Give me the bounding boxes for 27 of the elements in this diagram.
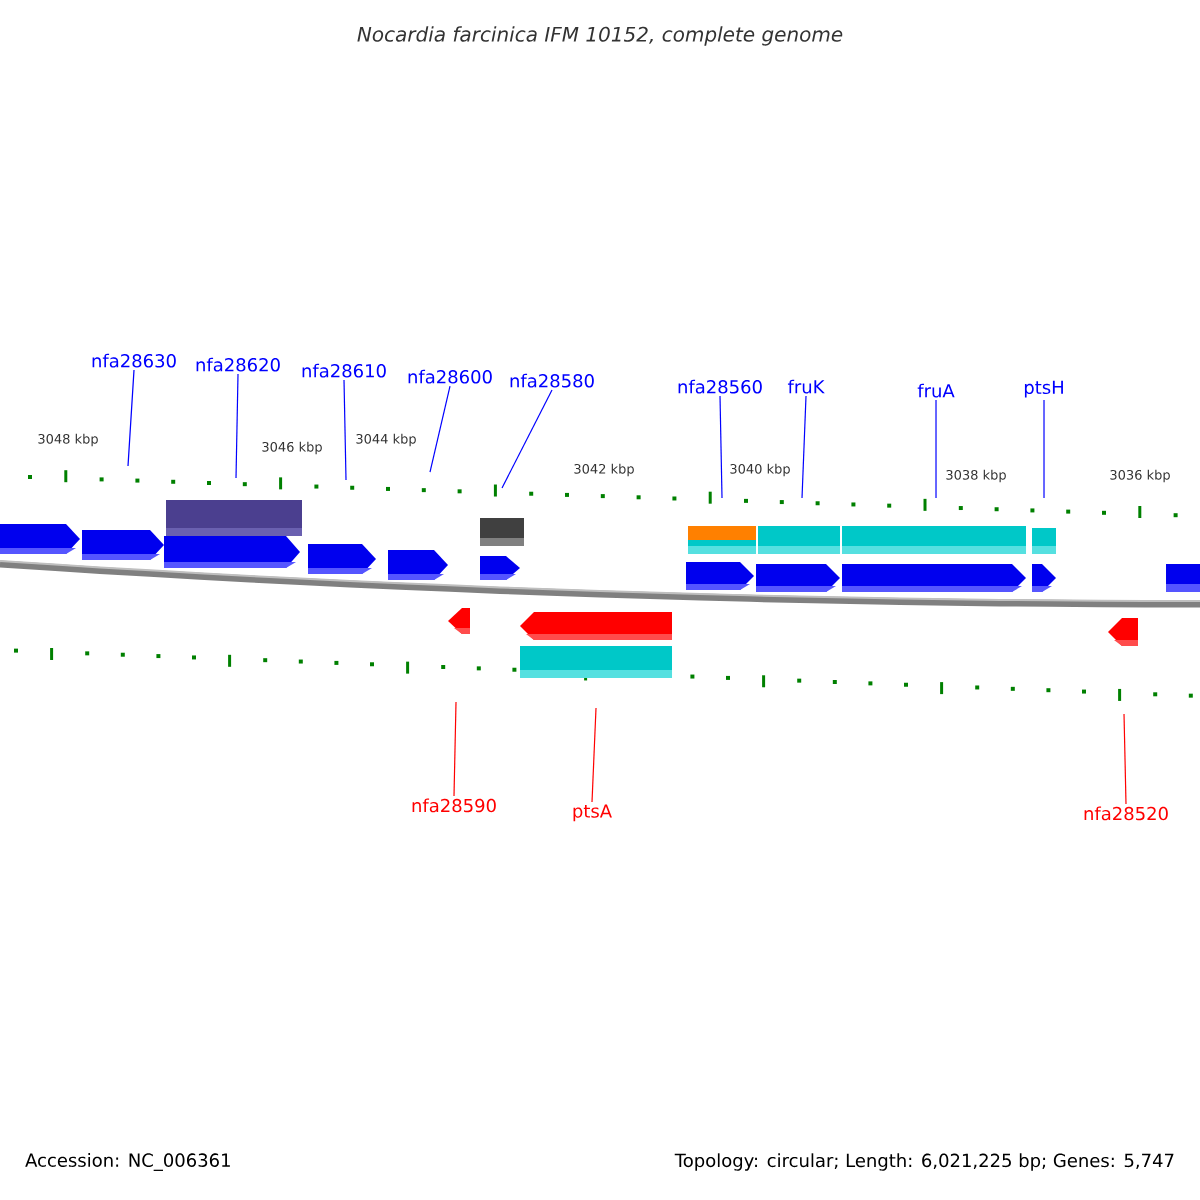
gene-label: nfa28600: [408, 369, 492, 384]
title: Nocardia farcinica IFM 10152, complete genome: [357, 26, 843, 46]
leader-line: [343, 379, 347, 481]
leader-line: [501, 389, 553, 489]
leader-line: [429, 385, 451, 473]
gene-label: nfa28610: [302, 363, 386, 378]
leader-line: [801, 395, 807, 499]
leader-line: [1043, 399, 1045, 499]
gene-label: nfa28580: [510, 373, 594, 388]
gene-label: nfa28520: [1084, 806, 1168, 821]
gene-label: fruA: [917, 383, 955, 398]
accession-note: Accession: NC_006361: [25, 1153, 230, 1171]
leader-line: [235, 373, 239, 479]
leader-line: [127, 369, 135, 467]
gene-label: ptsH: [1024, 380, 1063, 398]
leader-line: [935, 399, 937, 499]
gene-label: nfa28560: [678, 379, 762, 394]
leader-line: [591, 707, 597, 803]
leader-line: [719, 395, 723, 499]
gene-label: nfa28620: [196, 357, 280, 372]
gene-label: nfa28630: [92, 353, 176, 368]
gene-label: ptsA: [573, 804, 612, 822]
genome-stats-note: Topology: circular; Length: 6,021,225 bp; Genes: 5,747: [674, 1153, 1174, 1171]
leader-line: [453, 701, 457, 797]
gene-label: fruK: [787, 379, 825, 394]
leader-line: [1123, 713, 1127, 805]
gene-label: nfa28590: [412, 798, 496, 813]
